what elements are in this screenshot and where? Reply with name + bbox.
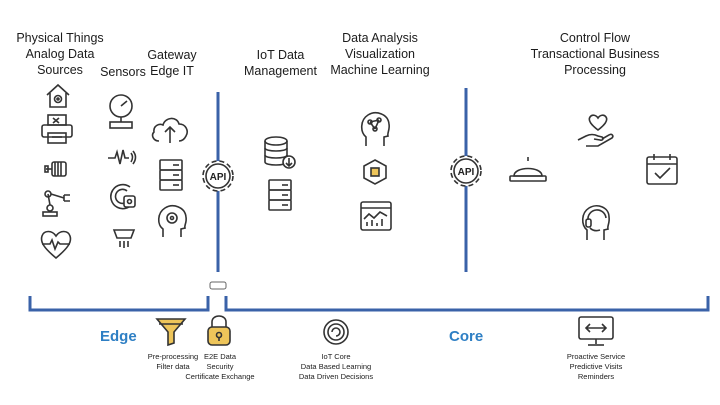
- heart-rate-icon: [38, 228, 74, 265]
- brain-gear-icon: [155, 203, 189, 244]
- zone-edge-label: Edge: [100, 328, 137, 345]
- server-rack-icon: [267, 178, 293, 219]
- pulse-wave-icon: [107, 148, 137, 171]
- target-sensor-icon: [110, 183, 138, 216]
- api-gear-icon: API: [447, 152, 485, 195]
- printer-icon: [40, 113, 74, 150]
- smoke-detector-icon: [112, 226, 136, 255]
- service-bell-icon: [508, 154, 548, 189]
- calendar-check-icon: [645, 152, 679, 191]
- heart-hand-icon: [576, 112, 616, 155]
- head-brain-icon: [358, 110, 392, 153]
- motor-icon: [44, 158, 70, 185]
- robot-arm-icon: [40, 188, 74, 223]
- gauge-pipe-icon: [107, 94, 135, 135]
- funnel-icon: [155, 315, 187, 352]
- iot-core-icon: [322, 318, 350, 351]
- zone-core-label: Core: [449, 328, 484, 345]
- support-headset-icon: [578, 202, 612, 247]
- chart-window-icon: [360, 201, 392, 236]
- database-icon: [262, 136, 296, 175]
- cloud-upload-icon: [150, 113, 190, 150]
- chip-hexagon-icon: [362, 158, 388, 191]
- server-icon: [158, 158, 184, 199]
- header-sensors: Sensors: [100, 65, 146, 79]
- padlock-icon: [206, 313, 232, 352]
- house-gear-icon: [44, 83, 72, 114]
- monitor-arrows-icon: [578, 316, 614, 353]
- api-gear-icon: API: [199, 157, 237, 200]
- svg-text:API: API: [458, 167, 475, 178]
- svg-text:API: API: [210, 172, 227, 183]
